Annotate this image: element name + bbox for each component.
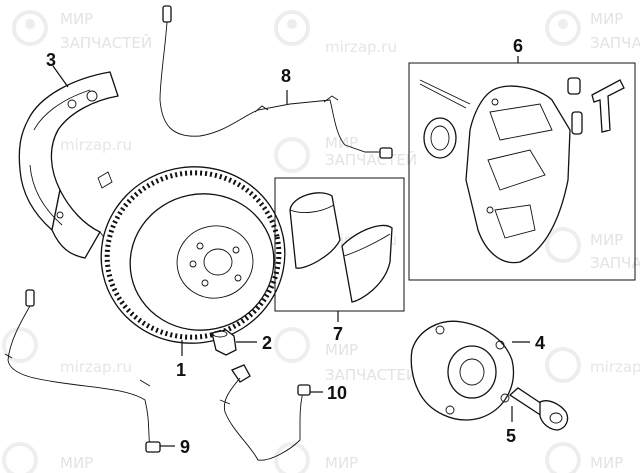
watermark-url: mirzap.ru <box>325 38 397 56</box>
watermark-brand-line2: ЗАПЧАСТЕЙ <box>590 33 640 52</box>
callout-7: 7 <box>333 324 343 344</box>
brake-caliper-drawing <box>419 77 625 264</box>
watermark-logo-icon <box>2 10 581 473</box>
wear-sensor-upper-drawing <box>159 5 393 159</box>
callout-5: 5 <box>506 426 516 446</box>
callout-1: 1 <box>176 360 186 380</box>
brake-pads-drawing <box>289 192 393 303</box>
callout-3: 3 <box>46 50 56 70</box>
watermark-url: mirzap.ru <box>590 358 640 376</box>
watermark-brand-line1: МИР <box>325 134 358 152</box>
callout-leader-3 <box>52 65 69 88</box>
abs-sensor-harness-drawing <box>4 289 161 453</box>
watermark-brand-line1: МИР <box>590 231 623 249</box>
callout-6: 6 <box>513 36 523 56</box>
brake-pads-box <box>274 177 405 312</box>
watermark-brand-line2: ЗАПЧАСТЕЙ <box>325 365 417 384</box>
callout-4: 4 <box>535 333 545 353</box>
callout-9: 9 <box>180 437 190 457</box>
splash-shield-drawing <box>18 71 119 259</box>
abs-sensor-drawing <box>219 364 311 461</box>
watermark-brand-line1: МИР <box>60 454 93 472</box>
watermark-brand-line1: МИР <box>590 10 623 28</box>
rotor-bolt-drawing <box>211 329 237 356</box>
watermark-brand-line2: ЗАПЧАСТЕЙ <box>325 150 417 169</box>
watermark-brand-line2: ЗАПЧАСТЕЙ <box>60 33 152 52</box>
axle-bolt-drawing <box>508 387 569 431</box>
watermark-brand-line1: МИР <box>60 10 93 28</box>
callout-8: 8 <box>281 66 291 86</box>
caliper-box <box>408 62 636 281</box>
brake-rotor-drawing <box>100 166 286 344</box>
watermark-brand-line1: МИР <box>590 454 623 472</box>
watermark-brand-line2: ЗАПЧАСТЕЙ <box>590 253 640 272</box>
watermark-brand-line1: МИР <box>325 454 358 472</box>
watermark-brand-line1: МИР <box>325 341 358 359</box>
watermark-url: mirzap.ru <box>60 358 132 376</box>
callout-10: 10 <box>327 383 347 403</box>
callout-2: 2 <box>262 333 272 353</box>
watermark-layer: МИР ЗАПЧАСТЕЙ mirzap.ru МИР ЗАПЧАСТЕЙ mi… <box>2 10 640 473</box>
watermark-url: mirzap.ru <box>60 136 132 154</box>
wheel-hub-drawing <box>410 320 514 421</box>
